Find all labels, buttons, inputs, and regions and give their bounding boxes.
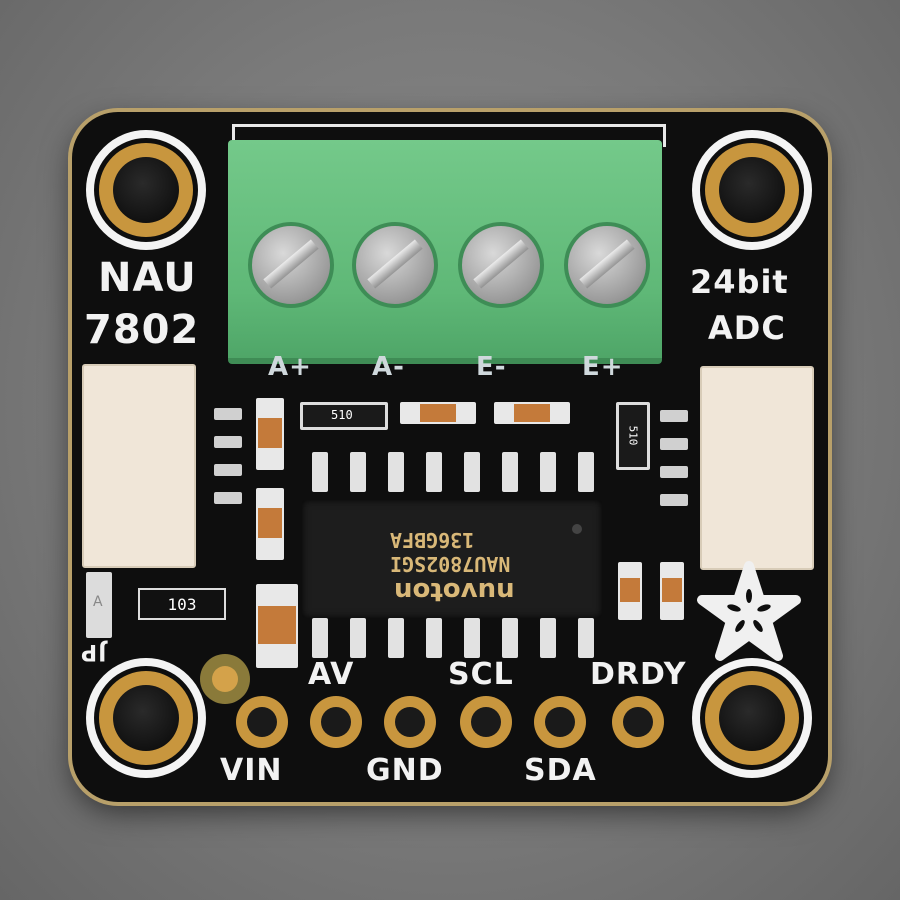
chip-lot-code: 136GBFA [390, 528, 475, 552]
chip-pin [464, 618, 480, 658]
chip-pin [350, 452, 366, 492]
board-name-line2: 7802 [84, 307, 200, 353]
feature-line2: ADC [708, 309, 786, 347]
header-pin-drdy[interactable] [612, 696, 664, 748]
capacitor-body [258, 418, 282, 448]
chip-pin [578, 452, 594, 492]
led: A [86, 572, 112, 638]
chip-pin [540, 452, 556, 492]
terminal-label-a-minus: A- [372, 352, 405, 382]
connector-pin [660, 494, 688, 506]
capacitor-body [420, 404, 456, 422]
chip-pin [312, 452, 328, 492]
header-pin-gnd[interactable] [384, 696, 436, 748]
pin-label-scl: SCL [448, 657, 514, 692]
mounting-hole-top-right [692, 130, 812, 250]
feature-line1: 24bit [690, 263, 789, 301]
fiducial-marker [200, 654, 250, 704]
mounting-hole-bottom-right [692, 658, 812, 778]
pin1-marker [572, 524, 582, 534]
chip-pin [426, 452, 442, 492]
capacitor-body [662, 578, 682, 602]
capacitor-body [514, 404, 550, 422]
chip-pin [502, 618, 518, 658]
screw-icon[interactable] [248, 222, 334, 308]
capacitor-body [620, 578, 640, 602]
chip-brand: nuvoton [394, 576, 515, 606]
screw-icon[interactable] [458, 222, 544, 308]
terminal-label-a-plus: A+ [268, 352, 312, 382]
chip-pin [388, 618, 404, 658]
adafruit-flower-logo [697, 561, 801, 661]
header-pin-scl[interactable] [460, 696, 512, 748]
header-pin-vin[interactable] [236, 696, 288, 748]
chip-pin [502, 452, 518, 492]
capacitor-body [258, 606, 296, 644]
chip-pin [350, 618, 366, 658]
connector-pin [214, 464, 242, 476]
chip-pin [388, 452, 404, 492]
connector-pin [660, 466, 688, 478]
nau7802-chip: 136GBFA NAU7802SGI nuvoton [302, 500, 602, 618]
connector-pin [660, 410, 688, 422]
resistor-510: 510 [300, 402, 388, 430]
stemma-qt-connector-right[interactable] [700, 366, 814, 570]
chip-part-number: NAU7802SGI [390, 552, 511, 576]
chip-pin [312, 618, 328, 658]
chip-pin [426, 618, 442, 658]
capacitor-body [258, 508, 282, 538]
pin-label-sda: SDA [524, 753, 597, 788]
chip-pin [540, 618, 556, 658]
jumper-label: JP [80, 639, 107, 664]
header-pin-sda[interactable] [534, 696, 586, 748]
chip-pin [464, 452, 480, 492]
connector-pin [214, 408, 242, 420]
resistor-510-vertical: 510 [616, 402, 650, 470]
connector-pin [660, 438, 688, 450]
mounting-hole-top-left [86, 130, 206, 250]
pin-label-gnd: GND [366, 753, 444, 788]
header-pin-av[interactable] [310, 696, 362, 748]
screw-icon[interactable] [352, 222, 438, 308]
connector-pin [214, 436, 242, 448]
pin-label-drdy: DRDY [590, 657, 687, 692]
terminal-label-e-minus: E- [476, 352, 507, 382]
board-name-line1: NAU [98, 255, 197, 301]
connector-pin [214, 492, 242, 504]
chip-pin [578, 618, 594, 658]
pin-label-vin: VIN [220, 753, 283, 788]
mounting-hole-bottom-left [86, 658, 206, 778]
screw-terminal-block[interactable] [228, 140, 662, 364]
pin-label-av: AV [308, 657, 355, 692]
resistor-array: 103 [138, 588, 226, 620]
stemma-qt-connector-left[interactable] [82, 364, 196, 568]
screw-icon[interactable] [564, 222, 650, 308]
terminal-label-e-plus: E+ [582, 352, 624, 382]
